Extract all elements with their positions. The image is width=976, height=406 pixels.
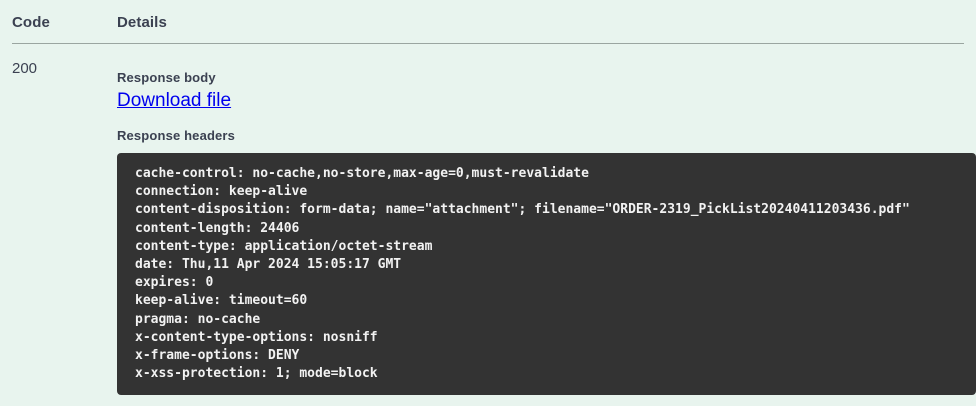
response-header-line: pragma: no-cache: [135, 311, 261, 327]
response-details-cell: Response body Download file Response hea…: [117, 44, 976, 396]
status-code-cell: 200: [12, 44, 117, 78]
response-header-line: x-frame-options: DENY: [135, 348, 300, 364]
response-header-line: content-length: 24406: [135, 220, 300, 236]
response-header-line: date: Thu,11 Apr 2024 15:05:17 GMT: [135, 257, 402, 273]
column-header-code-cell: Code: [12, 14, 117, 32]
table-header-divider: [12, 43, 964, 44]
download-file-link[interactable]: Download file: [117, 90, 232, 111]
column-header-code: Code: [12, 14, 50, 31]
status-code: 200: [12, 60, 38, 77]
response-header-line: cache-control: no-cache,no-store,max-age…: [135, 166, 589, 181]
column-header-details: Details: [117, 14, 167, 31]
response-body-label: Response body: [117, 70, 216, 85]
response-headers-content: cache-control: no-cache,no-store,max-age…: [135, 165, 976, 383]
response-header-line: x-content-type-options: nosniff: [135, 329, 378, 345]
response-header-line: content-type: application/octet-stream: [135, 238, 433, 254]
table-row: 200 Response body Download file Response…: [0, 44, 976, 396]
response-header-line: expires: 0: [135, 275, 214, 291]
table-header-row: Code Details: [0, 0, 976, 32]
response-headers-block: cache-control: no-cache,no-store,max-age…: [117, 153, 976, 396]
response-header-line: keep-alive: timeout=60: [135, 293, 308, 309]
response-header-line: connection: keep-alive: [135, 184, 308, 200]
responses-table: Code Details 200 Response body Download …: [0, 0, 976, 396]
response-header-line: x-xss-protection: 1; mode=block: [135, 366, 378, 382]
response-header-line: content-disposition: form-data; name="at…: [135, 202, 910, 218]
response-headers-label: Response headers: [117, 128, 236, 143]
column-header-details-cell: Details: [117, 14, 964, 32]
